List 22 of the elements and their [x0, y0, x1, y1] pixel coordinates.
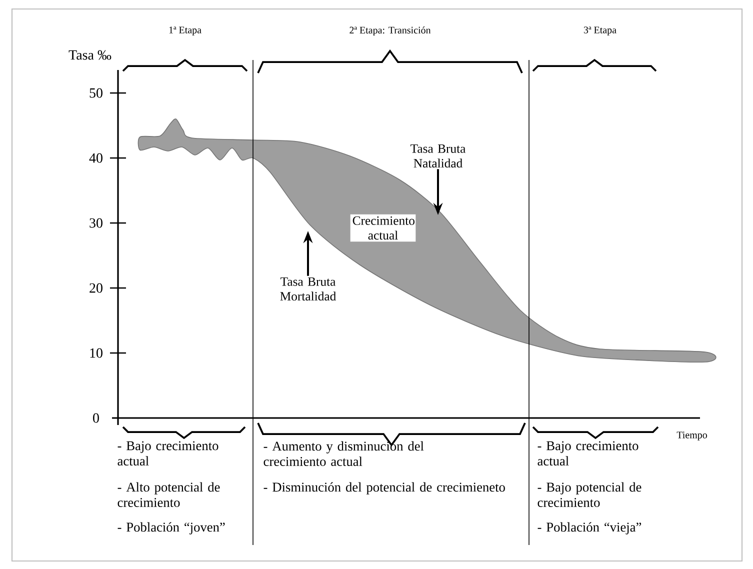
bullet-text: - Aumento y disminución del crecimiento actual [264, 441, 424, 466]
tick-label: 20 [90, 283, 102, 293]
bullet-text: - Bajo potencial de crecimiento [538, 482, 642, 507]
bullet-text: - Alto potencial de crecimiento [118, 482, 220, 507]
tick-label: 40 [89, 153, 102, 163]
stage-heading: 1ª Etapa [169, 26, 202, 36]
tick-label: 0 [93, 413, 99, 423]
stage-heading: 2ª Etapa: Transición [350, 26, 431, 36]
bullet-text: - Disminución del potencial de crecimieneto [264, 482, 505, 494]
rate-label: Tasa Bruta Mortalidad [280, 277, 336, 301]
bullet-text: - Bajo crecimiento actual [118, 441, 218, 466]
tick-label: 50 [90, 88, 102, 98]
growth-label: Crecimiento actual [350, 214, 416, 242]
rate-label: Tasa Bruta Natalidad [410, 144, 466, 168]
axis-title: Tiempo [676, 432, 707, 440]
tick-label: 30 [90, 218, 102, 228]
bullet-text: - Bajo crecimiento actual [538, 441, 638, 466]
bullet-text: - Población “vieja” [538, 522, 642, 534]
tick-label: 10 [90, 348, 102, 358]
axis-title: Tasa ‰ [68, 50, 112, 60]
stage-heading: 3ª Etapa [584, 26, 616, 36]
bullet-text: - Población “joven” [118, 522, 225, 534]
